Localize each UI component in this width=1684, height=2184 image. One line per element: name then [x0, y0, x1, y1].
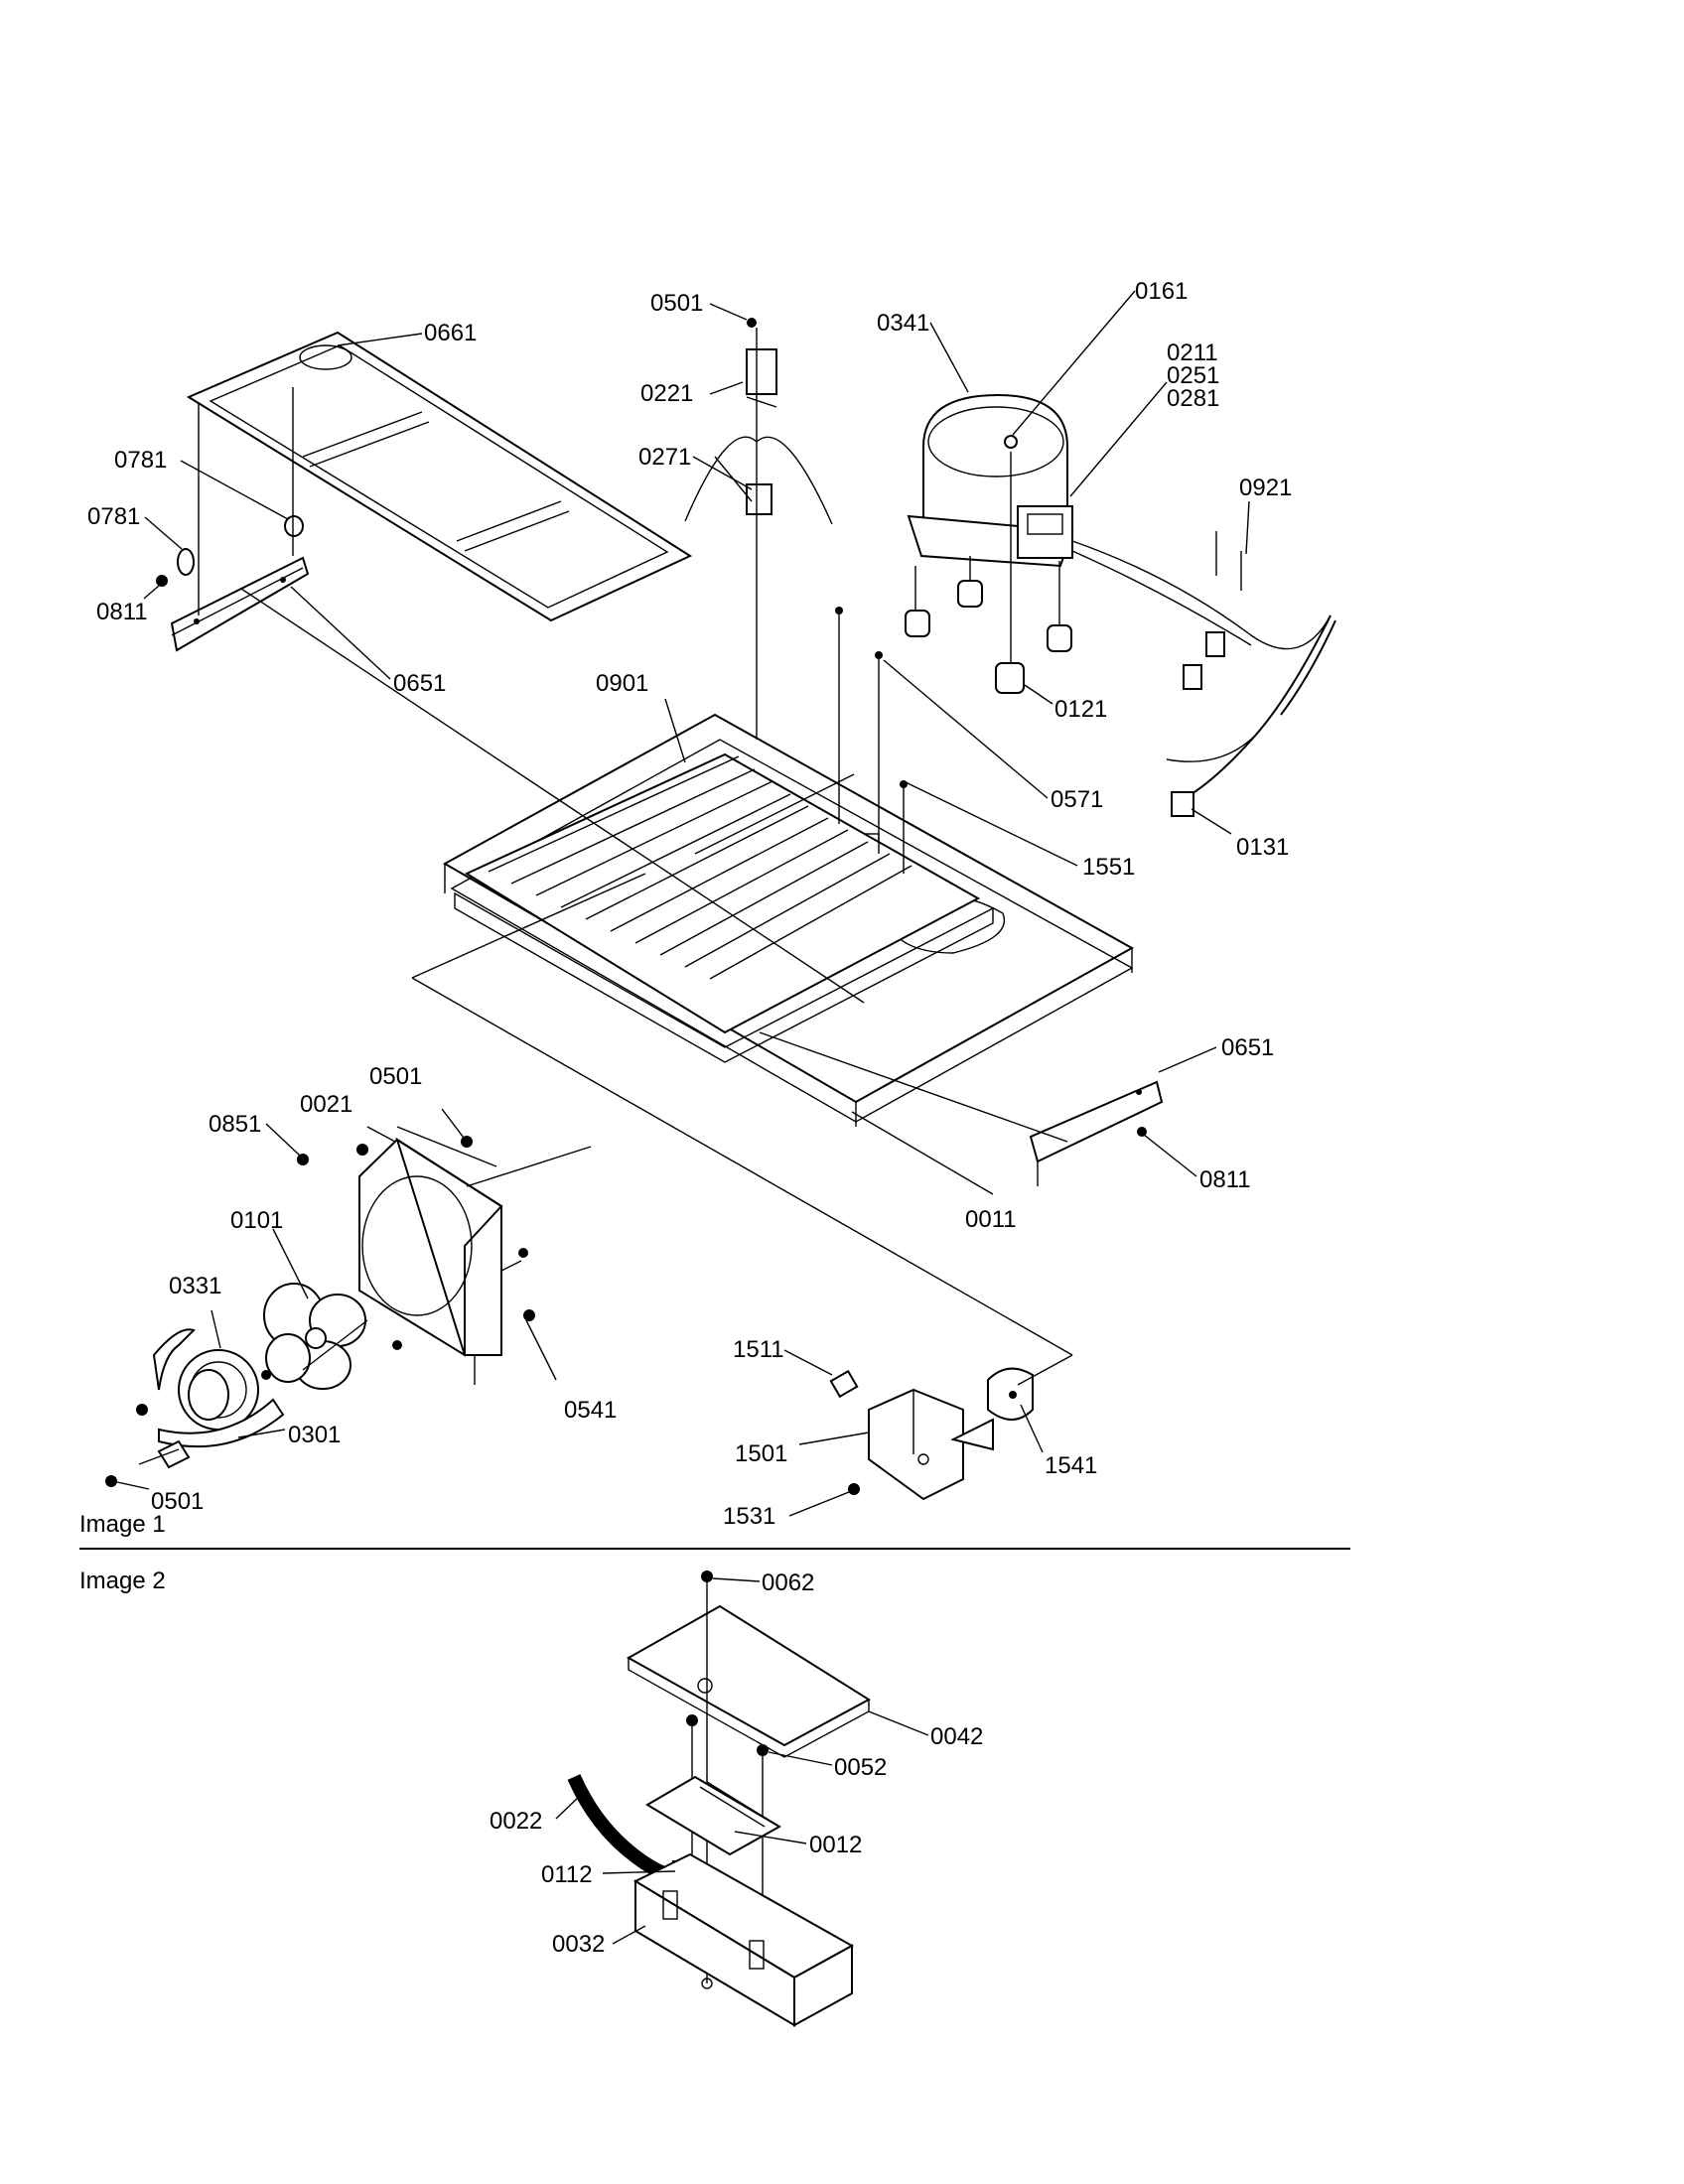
- mounting-screws: [835, 607, 908, 874]
- screw: [757, 1744, 769, 1756]
- damper-part: [987, 1367, 1034, 1421]
- screw: [686, 1714, 698, 1726]
- callout-label: 1501: [735, 1440, 787, 1467]
- callout-label: 0501: [369, 1063, 422, 1090]
- fan-blade: [263, 1283, 366, 1390]
- assembly-guide-lines: [240, 588, 1073, 1386]
- callout-label: 0851: [209, 1111, 261, 1138]
- callout-label: 0811: [1199, 1166, 1251, 1193]
- callout-label: 0281: [1167, 385, 1219, 412]
- section-label-image-1: Image 1: [79, 1511, 166, 1538]
- callout-label: 0661: [424, 320, 477, 346]
- callout-label: 0651: [1221, 1034, 1274, 1061]
- callout-label: 0131: [1236, 834, 1289, 861]
- mounting-bracket: [868, 1388, 994, 1501]
- image2-callout-labels: 0062 0042 0052 0022 0012 0112 0032: [490, 1570, 983, 1958]
- callout-label: 0052: [834, 1754, 887, 1781]
- grommet: [284, 515, 304, 537]
- callout-label: 0012: [809, 1832, 862, 1858]
- screw: [261, 1370, 271, 1380]
- bushing: [829, 1369, 859, 1399]
- callout-label: 0021: [300, 1091, 352, 1118]
- callout-label: 0011: [965, 1206, 1017, 1233]
- callout-label: 0112: [541, 1861, 593, 1888]
- callout-label: 0022: [490, 1808, 542, 1835]
- fan-motor: [152, 1328, 259, 1431]
- condenser-coil: [454, 752, 994, 1063]
- screw: [136, 1404, 148, 1416]
- callout-label: 1551: [1082, 854, 1135, 881]
- callout-label: 0032: [552, 1931, 605, 1958]
- callout-label: 0062: [762, 1570, 814, 1596]
- top-cover-panel: [186, 331, 693, 622]
- left-bracket: [170, 556, 310, 652]
- screw: [356, 1144, 368, 1156]
- compressor-grommets: [905, 556, 1072, 694]
- control-cover: [626, 1604, 871, 1758]
- callout-label: 1511: [733, 1336, 784, 1363]
- callout-label: 0301: [288, 1422, 341, 1448]
- callout-label: 0541: [564, 1397, 617, 1424]
- callout-leaders: [116, 290, 1250, 1517]
- screw: [848, 1483, 860, 1495]
- fan-shroud: [358, 1137, 522, 1357]
- screw: [392, 1340, 402, 1350]
- callout-label: 0221: [640, 380, 693, 407]
- callout-label: 0651: [393, 670, 446, 697]
- callout-label: 0921: [1239, 475, 1292, 501]
- section-label-image-2: Image 2: [79, 1568, 166, 1594]
- callout-label: 0331: [169, 1273, 221, 1299]
- grommet: [177, 548, 195, 576]
- screw: [701, 1570, 713, 1582]
- relay-switch: [746, 318, 777, 408]
- callout-label: 0211: [1167, 340, 1218, 366]
- callout-label: 0042: [930, 1723, 983, 1750]
- control-housing: [632, 1852, 855, 2027]
- callout-label: 0811: [96, 599, 148, 625]
- callout-label: 0901: [596, 670, 648, 697]
- callout-label: 0501: [151, 1488, 204, 1515]
- screw: [523, 1309, 535, 1321]
- overload-relay: [1017, 505, 1073, 559]
- image2-leaders: [555, 1577, 929, 1945]
- callout-label: 1541: [1045, 1452, 1097, 1479]
- callout-label: 0781: [114, 447, 167, 474]
- motor-bracket: [157, 1398, 285, 1469]
- callout-label: 1531: [723, 1503, 775, 1530]
- sensor-clip: [684, 436, 833, 525]
- screw: [518, 1248, 528, 1258]
- callout-label: 0251: [1167, 362, 1219, 389]
- callout-label: 0271: [638, 444, 691, 471]
- callout-label: 0101: [230, 1207, 283, 1234]
- wire-harness: [1071, 531, 1336, 817]
- screw: [156, 575, 168, 587]
- image1-callout-labels: 0501 0661 0221 0341 0161 0211 0251 0281 …: [87, 278, 1292, 1530]
- callout-label: 0341: [877, 310, 929, 337]
- callout-label: 0571: [1051, 786, 1103, 813]
- callout-label: 0501: [650, 290, 703, 317]
- screw: [105, 1475, 117, 1487]
- right-bracket: [1029, 1080, 1164, 1186]
- callout-label: 0781: [87, 503, 140, 530]
- callout-label: 0121: [1054, 696, 1107, 723]
- control-board: [645, 1775, 782, 1856]
- callout-label: 0161: [1135, 278, 1188, 305]
